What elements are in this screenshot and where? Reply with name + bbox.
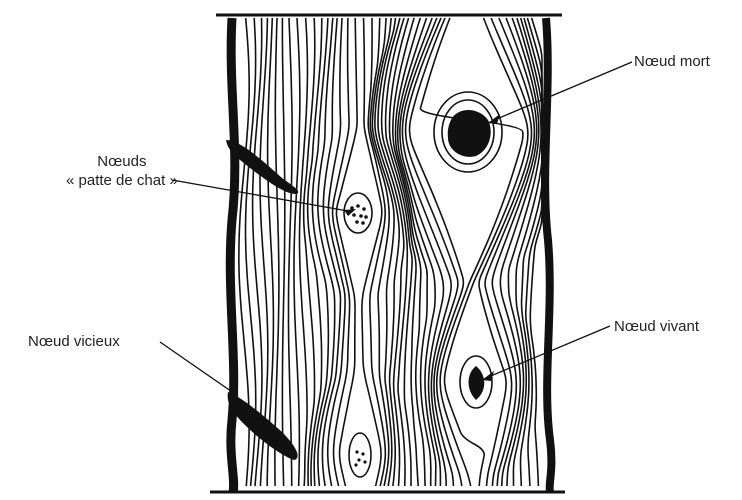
cat-paw-knots-label: Nœuds « patte de chat » bbox=[66, 152, 178, 190]
leader-vicious-knot bbox=[160, 342, 238, 396]
grain-line bbox=[304, 18, 315, 486]
right-bark-edge bbox=[545, 18, 551, 492]
vicious-knot-label: Nœud vicieux bbox=[28, 332, 120, 351]
grain-line bbox=[445, 18, 528, 486]
cat-paw-knots-label-line1: Nœuds bbox=[66, 152, 178, 171]
dead-knot-label: Nœud mort bbox=[634, 52, 710, 71]
wood-grain bbox=[239, 18, 542, 486]
cat-paw-knot-lower bbox=[349, 433, 371, 477]
grain-line bbox=[368, 18, 385, 486]
grain-line bbox=[267, 18, 273, 486]
grain-line bbox=[275, 18, 279, 486]
grain-line bbox=[282, 18, 284, 486]
live-knot bbox=[460, 356, 492, 408]
grain-line bbox=[513, 18, 542, 486]
left-bark-edge bbox=[230, 18, 235, 492]
live-knot-label: Nœud vivant bbox=[614, 317, 699, 336]
cat-paw-knots-label-line2: « patte de chat » bbox=[66, 171, 178, 190]
grain-line bbox=[289, 18, 293, 486]
dead-knot bbox=[434, 92, 502, 172]
